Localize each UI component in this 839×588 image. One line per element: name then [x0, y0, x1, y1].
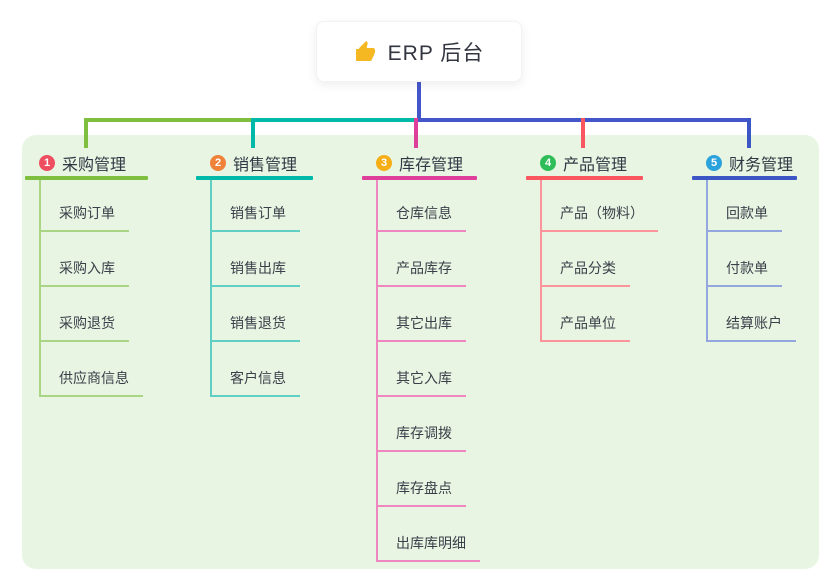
connector-drop-3 [414, 118, 418, 148]
branch-title-label: 库存管理 [399, 157, 464, 174]
branch-title[interactable]: 1 采购管理 [25, 150, 148, 176]
mindmap-node[interactable]: 供应商信息 [41, 342, 143, 397]
mindmap-node[interactable]: 库存盘点 [378, 452, 466, 507]
background-panel [22, 135, 819, 569]
root-label: ERP 后台 [387, 41, 485, 65]
branch-1: 1 采购管理采购订单采购入库采购退货供应商信息 [25, 150, 148, 397]
mindmap-node[interactable]: 销售订单 [212, 180, 300, 232]
branch-title[interactable]: 3 库存管理 [362, 150, 477, 176]
branch-children: 仓库信息产品库存其它出库其它入库库存调拨库存盘点出库库明细 [376, 180, 480, 562]
connector-segment-teal [253, 118, 419, 122]
connector-drop-2 [251, 118, 255, 148]
branch-number-badge: 3 [376, 155, 392, 171]
branch-children: 销售订单销售出库销售退货客户信息 [210, 180, 300, 397]
branch-children: 采购订单采购入库采购退货供应商信息 [39, 180, 143, 397]
connector-drop-1 [84, 118, 88, 148]
branch-title-label: 财务管理 [729, 157, 794, 174]
mindmap-node[interactable]: 库存调拨 [378, 397, 466, 452]
branch-underline [196, 176, 313, 180]
mindmap-node[interactable]: 产品单位 [542, 287, 630, 342]
branch-underline [362, 176, 477, 180]
branch-title[interactable]: 4 产品管理 [526, 150, 643, 176]
mindmap-node[interactable]: 仓库信息 [378, 180, 466, 232]
mindmap-node[interactable]: 客户信息 [212, 342, 300, 397]
mindmap-node[interactable]: 出库库明细 [378, 507, 480, 562]
connector-drop-5 [747, 118, 751, 148]
branch-number-badge: 4 [540, 155, 556, 171]
thumbs-up-icon [354, 40, 378, 64]
branch-title[interactable]: 2 销售管理 [196, 150, 313, 176]
mindmap-node[interactable]: 回款单 [708, 180, 782, 232]
mindmap-node[interactable]: 其它出库 [378, 287, 466, 342]
branch-children: 回款单付款单结算账户 [706, 180, 796, 342]
branch-underline [692, 176, 797, 180]
branch-title-label: 产品管理 [563, 157, 628, 174]
mindmap-node[interactable]: 销售退货 [212, 287, 300, 342]
branch-children: 产品（物料）产品分类产品单位 [540, 180, 658, 342]
branch-title[interactable]: 5 财务管理 [692, 150, 797, 176]
mindmap-node[interactable]: 付款单 [708, 232, 782, 287]
connector-drop-4 [581, 118, 585, 148]
mindmap-node[interactable]: 产品（物料） [542, 180, 658, 232]
branch-3: 3 库存管理仓库信息产品库存其它出库其它入库库存调拨库存盘点出库库明细 [362, 150, 480, 562]
mindmap-node[interactable]: 结算账户 [708, 287, 796, 342]
branch-4: 4 产品管理产品（物料）产品分类产品单位 [526, 150, 658, 342]
mindmap-node[interactable]: 其它入库 [378, 342, 466, 397]
mindmap-node[interactable]: 采购入库 [41, 232, 129, 287]
branch-number-badge: 1 [39, 155, 55, 171]
branch-title-label: 销售管理 [233, 157, 298, 174]
mindmap-node[interactable]: 采购订单 [41, 180, 129, 232]
mindmap-node[interactable]: 产品分类 [542, 232, 630, 287]
branch-number-badge: 2 [210, 155, 226, 171]
root-connector [417, 82, 421, 118]
branch-underline [526, 176, 643, 180]
mindmap-node[interactable]: 产品库存 [378, 232, 466, 287]
branch-2: 2 销售管理销售订单销售出库销售退货客户信息 [196, 150, 313, 397]
root-node[interactable]: ERP 后台 [316, 21, 522, 82]
branch-underline [25, 176, 148, 180]
mindmap-node[interactable]: 采购退货 [41, 287, 129, 342]
mindmap-node[interactable]: 销售出库 [212, 232, 300, 287]
branch-title-label: 采购管理 [62, 157, 127, 174]
connector-segment-green [84, 118, 255, 122]
branch-5: 5 财务管理回款单付款单结算账户 [692, 150, 797, 342]
branch-number-badge: 5 [706, 155, 722, 171]
